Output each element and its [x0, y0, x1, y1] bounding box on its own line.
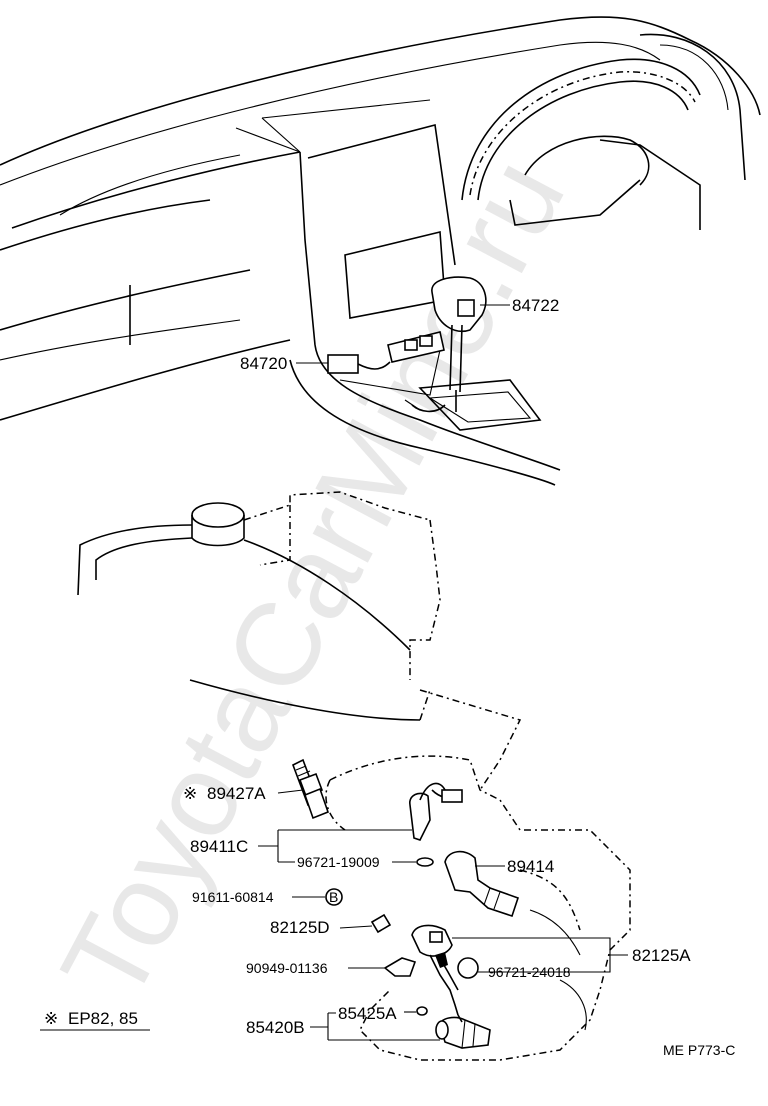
label-89414: 89414	[507, 857, 554, 876]
label-82125a: 82125A	[632, 946, 691, 965]
part-90949-01136	[383, 957, 417, 977]
label-89411c: 89411C	[190, 837, 248, 856]
note-text: EP82, 85	[68, 1009, 138, 1028]
reference-code: ME P773-C	[663, 1042, 735, 1058]
leader-89427a	[277, 789, 304, 794]
watermark: ToyotaCarMine.ru	[36, 138, 590, 1022]
label-84720: 84720	[240, 354, 287, 373]
leader-82125d	[339, 925, 373, 929]
part-84722	[404, 276, 487, 413]
label-96721-24018: 96721-24018	[488, 964, 571, 980]
bolt-b-symbol	[325, 888, 343, 906]
part-82125a	[411, 924, 479, 1016]
bracket-82125a	[452, 937, 628, 973]
applicability-note: ※ EP82, 85	[40, 1009, 150, 1031]
watermark-text: ToyotaCarMine.ru	[36, 138, 590, 1022]
mark-89427a: ※	[183, 784, 197, 803]
part-89411c	[409, 782, 463, 867]
label-82125d: 82125D	[270, 918, 330, 937]
part-84720	[327, 331, 445, 374]
label-85420b: 85420B	[246, 1018, 305, 1037]
note-mark: ※	[44, 1009, 58, 1028]
part-89427a	[291, 758, 330, 820]
part-85420b	[416, 1006, 491, 1049]
dashboard-drawing	[0, 16, 761, 486]
label-96721-19009: 96721-19009	[297, 854, 380, 870]
b-symbol-text: B	[329, 889, 338, 905]
part-89414	[444, 850, 520, 918]
label-89427a: 89427A	[207, 784, 266, 803]
label-90949-01136: 90949-01136	[246, 960, 328, 976]
label-84722: 84722	[512, 296, 559, 315]
label-85425a: 85425A	[338, 1004, 397, 1023]
part-82125d	[370, 913, 392, 934]
engine-drawing	[77, 491, 631, 1061]
label-91611-60814: 91611-60814	[192, 889, 274, 905]
